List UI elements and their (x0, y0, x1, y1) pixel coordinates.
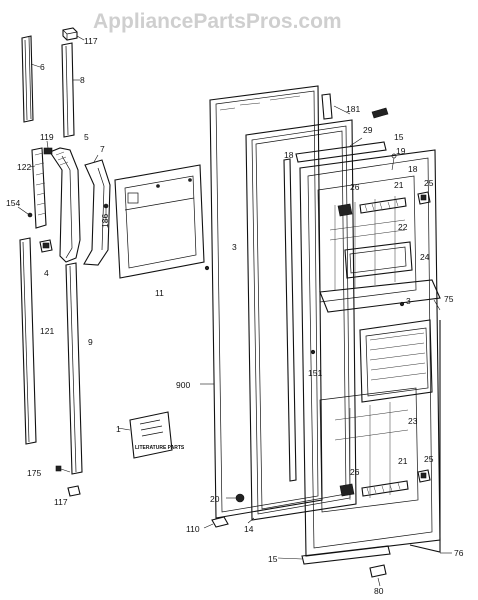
callout-20: 20 (210, 494, 220, 504)
part-110-hinge-cap (211, 516, 229, 528)
part-15-bottom-strip (301, 545, 391, 565)
part-14-door-gasket (245, 119, 357, 521)
callout-117-top: 117 (84, 36, 98, 46)
part-3-screw-a (204, 265, 210, 271)
part-25-upper-clip (417, 191, 431, 205)
callout-75: 75 (444, 294, 454, 304)
part-18-side-strip (283, 158, 297, 482)
callout-24: 24 (420, 252, 430, 262)
callout-80: 80 (374, 586, 384, 596)
callout-6: 6 (40, 62, 45, 72)
part-20-hinge-pin (235, 493, 245, 503)
callout-22: 22 (398, 222, 408, 232)
part-26-lower-clip (339, 483, 355, 497)
part-21-upper-rail (359, 197, 407, 214)
part-26-upper-clip (337, 203, 353, 217)
callout-21-upper: 21 (394, 180, 404, 190)
callout-21-lower: 21 (398, 456, 408, 466)
callout-76: 76 (454, 548, 464, 558)
part-5-handle (49, 147, 81, 263)
callout-9: 9 (88, 337, 93, 347)
callout-29: 29 (363, 125, 373, 135)
part-900-door-outer-panel (209, 85, 323, 519)
callout-186: 186 (100, 214, 110, 228)
callout-23: 23 (408, 416, 418, 426)
part-76-wire (409, 320, 441, 553)
callout-151: 151 (308, 368, 322, 378)
callout-117-bottom: 117 (54, 497, 68, 507)
callout-8: 8 (80, 75, 85, 85)
part-154-screw (27, 212, 33, 218)
part-7-handle-cover (83, 159, 111, 266)
part-117-top-cap (62, 27, 78, 41)
part-80-cam (369, 564, 387, 578)
part-122-strip (31, 147, 47, 229)
literature-label: LITERATURE PARTS (135, 445, 185, 451)
callout-110: 110 (186, 524, 200, 534)
part-119 (43, 147, 53, 155)
callout-26-lower: 26 (350, 467, 360, 477)
callout-7: 7 (100, 144, 105, 154)
callout-5: 5 (84, 132, 89, 142)
part-4-bracket (39, 239, 53, 253)
callout-15-top: 15 (394, 132, 404, 142)
part-8-trim-strip (61, 42, 75, 138)
part-11-dispenser-frame (114, 164, 205, 279)
callout-labels: 117 6 8 119 5 7 122 154 186 4 121 9 1 17… (6, 36, 464, 596)
callout-1: 1 (116, 424, 121, 434)
callout-11: 11 (155, 288, 164, 298)
callout-25-upper: 25 (424, 178, 434, 188)
part-117-bottom-cap (67, 485, 81, 497)
callout-121: 121 (40, 326, 54, 336)
part-15-top-strip (295, 141, 387, 163)
callout-900: 900 (176, 380, 190, 390)
callout-175: 175 (27, 468, 41, 478)
part-181-strip (321, 93, 333, 120)
part-23-dispenser-door (359, 319, 433, 403)
part-9-long-strip (65, 262, 83, 475)
callout-4: 4 (44, 268, 49, 278)
callout-18-right: 18 (408, 164, 418, 174)
part-151-screw (310, 349, 316, 355)
callout-3-right: 3 (406, 296, 411, 306)
callout-18-left: 18 (284, 150, 294, 160)
callout-119: 119 (40, 132, 54, 142)
callout-14: 14 (244, 524, 254, 534)
literature-parts-card: LITERATURE PARTS (129, 411, 185, 459)
callout-3-left: 3 (232, 242, 237, 252)
part-21-lower-rail (361, 480, 409, 497)
part-186-screw (103, 203, 109, 222)
part-25-lower-clip (417, 469, 431, 483)
callout-19: 19 (396, 146, 406, 156)
watermark-text: AppliancePartsPros.com (93, 10, 342, 33)
callout-26-upper: 26 (350, 182, 360, 192)
part-6-trim-strip (21, 35, 34, 123)
callout-181: 181 (346, 104, 360, 114)
callout-15-bottom: 15 (268, 554, 278, 564)
part-3-screw-b (399, 301, 405, 307)
callout-122: 122 (17, 162, 31, 172)
leader-lines (17, 35, 452, 587)
callout-25-lower: 25 (424, 454, 434, 464)
part-29-clip (371, 107, 389, 119)
part-121-long-strip (19, 237, 37, 445)
callout-154: 154 (6, 198, 20, 208)
part-175-clip (55, 465, 62, 472)
